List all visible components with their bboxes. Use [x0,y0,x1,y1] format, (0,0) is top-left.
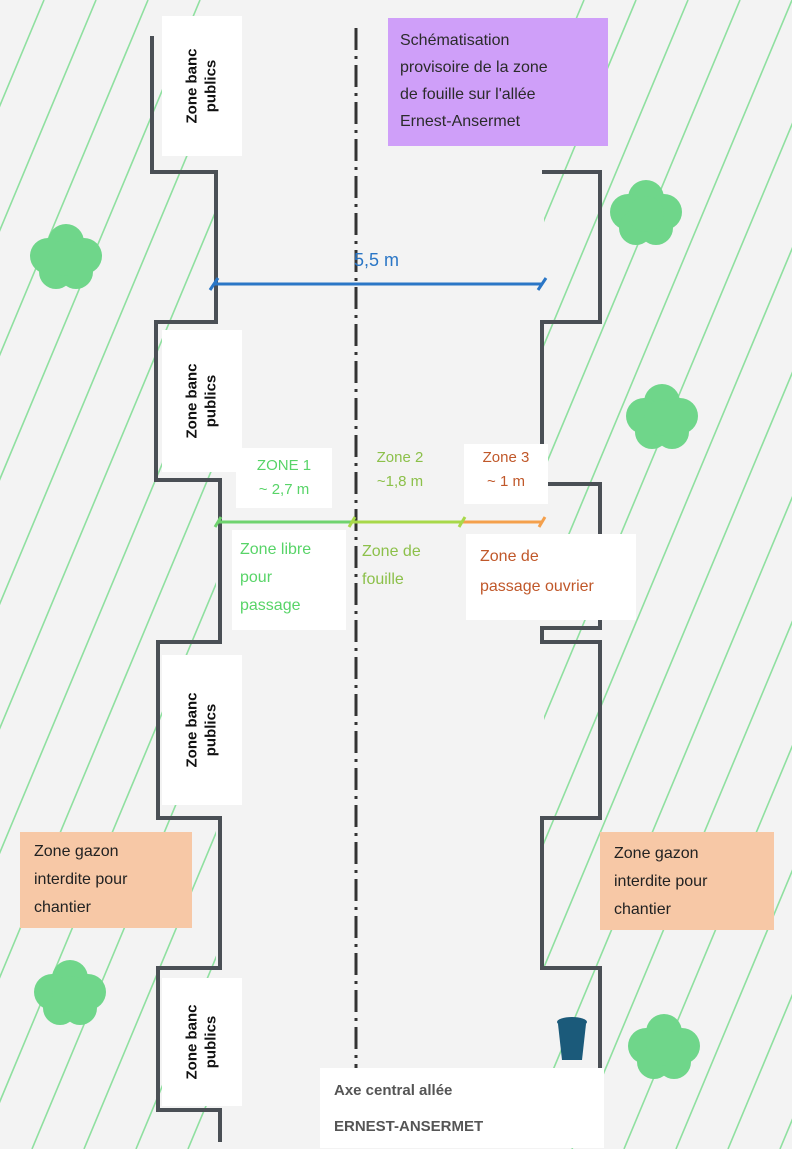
title-line: Ernest-Ansermet [400,113,521,130]
lawn-hatch-line [31,684,225,1149]
lawn-hatch-line [540,0,689,357]
trees [30,180,700,1079]
tree-icon [30,224,102,289]
lawn-restriction-note: Zone gazon interdite pour chantier [20,832,192,928]
lawn-hatch-line [540,495,792,1104]
bench-zone-label: Zone banc publics [162,330,242,472]
bench-zone-label: Zone banc publics [162,16,242,156]
lawn-hatch-line [0,0,45,108]
diagram-title: Schématisation provisoire de la zone de … [388,18,608,146]
tree-icon [626,384,698,449]
lawn-hatch-line [0,62,225,606]
tree-icon [628,1014,700,1079]
title-line: Schématisation [400,32,510,49]
width-dimension [208,277,548,291]
lawn-hatch-line [675,869,792,1149]
lawn-hatch-line [0,435,225,979]
width-label: 5,5 m [354,250,400,270]
left-alley-edge [150,36,222,1142]
lawn-restriction-note: Zone gazon interdite pour chantier [600,832,774,930]
lawn-hatch-line [83,809,225,1149]
zone1-header: ZONE 1 ~ 2,7 m [236,448,332,508]
bench-zone-label: Zone banc publics [162,978,242,1106]
lawn-hatch-line [0,0,201,481]
zone-dimension-line [213,516,547,528]
title-line: de fouille sur l'allée [400,86,536,103]
tree-icon [610,180,682,245]
lawn-hatch-line [540,246,792,855]
axis-label: Axe central allée ERNEST-ANSERMET [320,1068,604,1148]
zone1-description: Zone libre pour passage [232,530,346,630]
lawn-hatch-line [623,744,792,1149]
zone3-header: Zone 3 ~ 1 m [464,444,548,504]
zone2-header: Zone 2 ~1,8 m [376,449,424,490]
lawn-hatch-line [540,0,637,232]
right-alley-edge [540,170,602,1070]
bench-zone-label: Zone banc publics [162,655,242,805]
lawn-hatch-line [540,371,792,979]
trash-bin-icon [557,1017,587,1060]
zone3-description: Zone de passage ouvrier [466,534,636,620]
title-line: provisoire de la zone [400,59,548,76]
lawn-hatch-line [779,1118,792,1149]
lawn-hatch-line [0,311,225,855]
lawn-hatch-line [0,0,149,357]
tree-icon [34,960,106,1025]
lawn-hatch-line [571,620,792,1149]
zone2-description: Zone de fouille [362,543,421,588]
lawn-hatch-line [0,0,97,232]
